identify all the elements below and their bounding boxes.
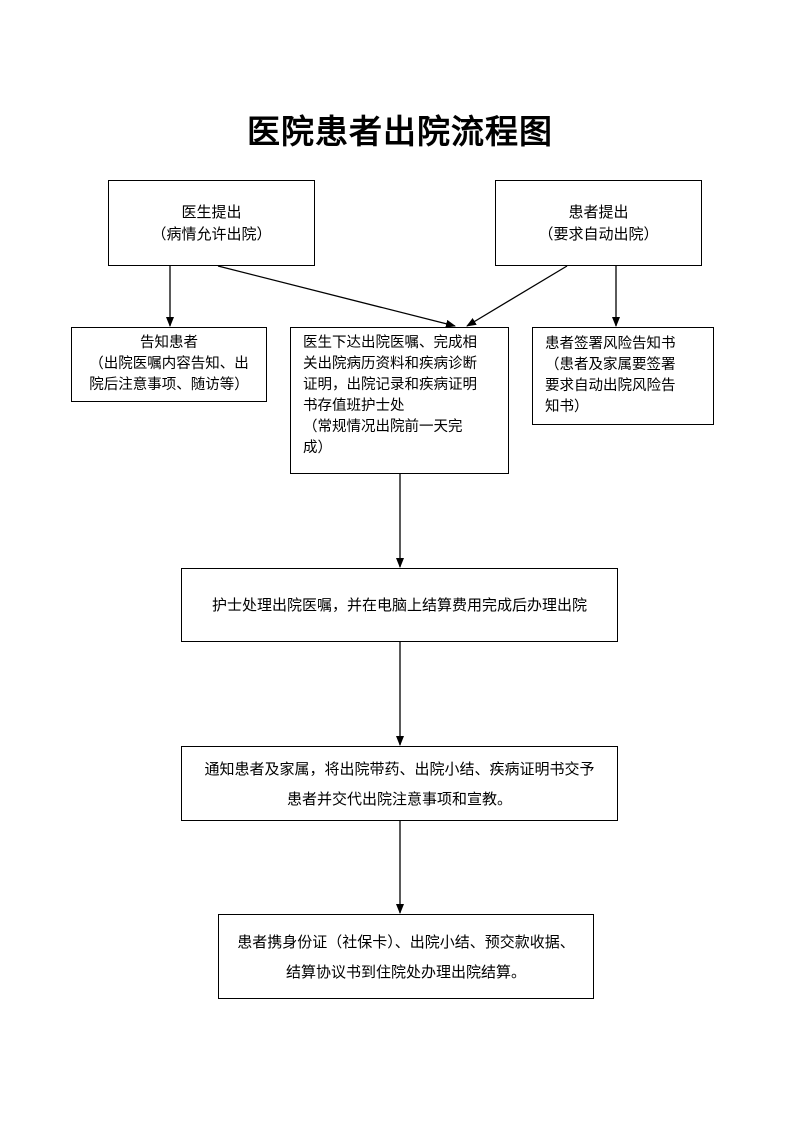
node-text: 结算协议书到住院处办理出院结算。 xyxy=(285,962,526,981)
node-text: 关出院病历资料和疾病诊断 xyxy=(303,356,477,372)
node-settlement: 患者携身份证（社保卡）、出院小结、预交款收据、 结算协议书到住院处办理出院结算。 xyxy=(218,914,594,999)
node-text: 患者签署风险告知书 xyxy=(545,336,676,352)
node-doctor-propose: 医生提出 （病情允许出院） xyxy=(108,180,315,266)
node-text: 医生下达出院医嘱、完成相 xyxy=(303,335,477,351)
node-text: 医生提出 xyxy=(181,203,242,221)
node-text: 护士处理出院医嘱，并在电脑上结算费用完成后办理出院 xyxy=(211,596,587,614)
node-notify-family: 通知患者及家属，将出院带药、出院小结、疾病证明书交予 患者并交代出院注意事项和宣… xyxy=(181,746,618,821)
node-risk-notice: 患者签署风险告知书 （患者及家属要签署 要求自动出院风险告 知书） xyxy=(532,327,714,425)
node-text: 院后注意事项、随访等） xyxy=(89,377,249,393)
node-nurse-process: 护士处理出院医嘱，并在电脑上结算费用完成后办理出院 xyxy=(181,568,618,642)
node-text: 患者携身份证（社保卡）、出院小结、预交款收据、 xyxy=(237,932,575,951)
node-text: 告知患者 xyxy=(140,335,198,351)
node-text: 证明，出院记录和疾病证明 xyxy=(303,377,477,393)
page-title: 医院患者出院流程图 xyxy=(247,112,553,151)
node-text: 通知患者及家属，将出院带药、出院小结、疾病证明书交予 xyxy=(204,759,595,778)
arrow-patient-to-order xyxy=(466,265,568,327)
node-inform-patient: 告知患者 （出院医嘱内容告知、出 院后注意事项、随访等） xyxy=(71,327,267,402)
node-doctor-order: 医生下达出院医嘱、完成相 关出院病历资料和疾病诊断 证明，出院记录和疾病证明 书… xyxy=(290,327,509,474)
node-text: 成） xyxy=(303,440,332,456)
node-text: （病情允许出院） xyxy=(151,225,272,243)
node-text: （常规情况出院前一天完 xyxy=(303,419,463,435)
arrow-doctor-to-order xyxy=(217,265,456,328)
node-text: 书存值班护士处 xyxy=(303,398,405,414)
node-text: （患者及家属要签署 xyxy=(545,357,676,373)
node-text: 要求自动出院风险告 xyxy=(545,378,676,394)
node-patient-propose: 患者提出 （要求自动出院） xyxy=(495,180,702,266)
node-text: （出院医嘱内容告知、出 xyxy=(89,356,249,372)
node-text: 患者提出 xyxy=(568,203,629,221)
node-text: 知书） xyxy=(545,399,589,415)
node-text: 患者并交代出院注意事项和宣教。 xyxy=(286,789,512,808)
node-text: （要求自动出院） xyxy=(538,225,659,243)
